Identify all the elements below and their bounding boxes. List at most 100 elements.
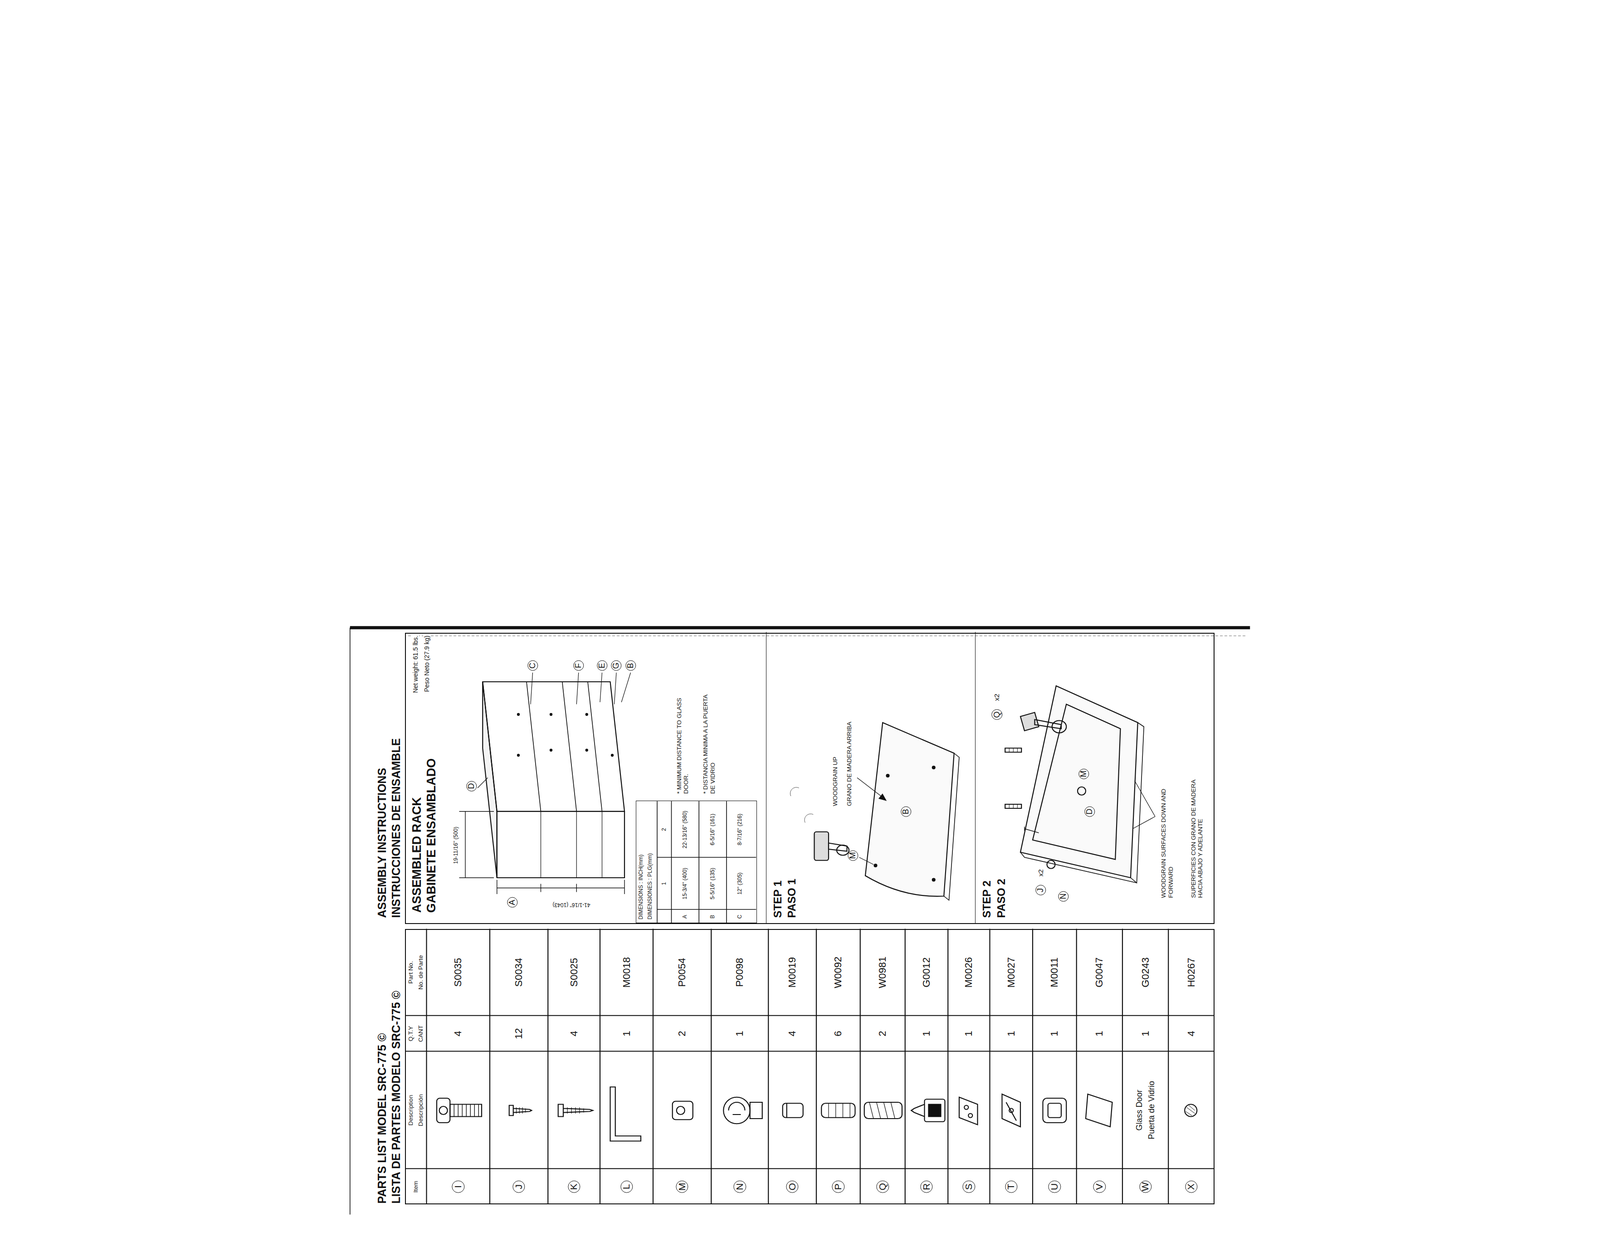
table-header: Item: [412, 1179, 420, 1193]
step1-drawing: [857, 777, 884, 799]
bracket-icon: [959, 1097, 978, 1125]
cam-lock-icon: [723, 1097, 763, 1124]
part-number: G0047: [1093, 956, 1106, 988]
screw-icon: [516, 1107, 526, 1114]
rack-drawing: [459, 811, 495, 878]
rack-drawing: [477, 672, 631, 788]
item-letter: X: [1185, 1180, 1198, 1193]
quantity: 1: [920, 1029, 932, 1037]
callout-letter: E: [596, 659, 608, 671]
rack-drawing: [517, 712, 520, 716]
step1-drawing: [836, 844, 849, 856]
callout-letter: J: [1035, 884, 1046, 895]
heading: ASSEMBLY INSTRUCTIONS: [375, 767, 389, 918]
pad-icon: [1085, 1093, 1113, 1127]
bumper-icon: [1184, 1104, 1197, 1117]
description-text: Puerta de Vidrio: [1146, 1079, 1157, 1140]
quantity: 1: [1139, 1029, 1152, 1037]
item-letter: R: [920, 1180, 933, 1193]
item-letter: T: [1004, 1180, 1018, 1193]
table-cell: A: [682, 913, 689, 919]
step2-drawing: [1024, 826, 1040, 834]
rotated-sheet: PARTS LIST MODEL SRC-775 ©LISTA DE PARTE…: [346, 627, 1250, 1215]
step-panel: STEP 2PASO 2: [975, 631, 1216, 923]
quantity: 1: [734, 1029, 746, 1037]
allen-key-icon: [610, 1086, 642, 1141]
dowel-icon: [821, 1102, 855, 1118]
quantity-mark: x2: [1036, 868, 1045, 877]
dowel-icon: [821, 1102, 855, 1118]
quantity: 4: [786, 1029, 798, 1037]
part-number: M0026: [963, 956, 975, 988]
quantity: 1: [963, 1029, 975, 1037]
dimension: 41-1/16" (1043): [552, 901, 591, 908]
sleeve-icon: [782, 1102, 804, 1118]
callout-letter: B: [625, 659, 636, 671]
rack-drawing: [549, 712, 553, 716]
step-panel: STEP 1PASO 1: [766, 631, 976, 923]
glue-bottle-icon: [928, 1104, 942, 1117]
heading: ASSEMBLED RACK: [409, 796, 425, 913]
table-header: CANT: [417, 1024, 425, 1043]
table-cell: 6-5/16" (161): [709, 802, 717, 857]
callout-letter: C: [527, 659, 538, 671]
table-cell: 15-3/4" (400): [682, 858, 689, 908]
part-number: G0243: [1139, 956, 1152, 988]
clip-icon: [1048, 1102, 1062, 1118]
dimension-table-grid: [657, 800, 757, 924]
table-header: Part No.: [407, 960, 415, 984]
screw-icon: [558, 1104, 594, 1117]
item-letter: O: [785, 1180, 799, 1193]
dimension-table-grid: [657, 800, 757, 924]
table-header: Q.T.Y: [407, 1024, 415, 1042]
rack-drawing: [497, 879, 625, 895]
callout-letter: B: [900, 805, 912, 817]
callout-letter: G: [610, 659, 622, 671]
step2-drawing: [1020, 685, 1138, 878]
part-number: M0011: [1048, 956, 1061, 988]
part-number: S0025: [568, 956, 580, 987]
dowel-icon: [864, 1102, 903, 1119]
part-number: W0981: [877, 955, 889, 989]
bracket-icon: [959, 1097, 978, 1125]
step2-drawing: [1047, 860, 1056, 869]
description-text: Glass Door: [1134, 1088, 1145, 1131]
cam-nut-icon: [676, 1106, 685, 1115]
rack-drawing: [482, 681, 498, 878]
item-letter: K: [567, 1180, 581, 1193]
sleeve-icon: [786, 1102, 788, 1118]
item-letter: S: [962, 1180, 976, 1193]
bracket-icon: [1002, 1093, 1021, 1127]
quantity: 4: [1185, 1029, 1197, 1037]
cam-lock-icon: [750, 1102, 763, 1119]
table-grid: [404, 1050, 1215, 1052]
page-rules: [350, 625, 1251, 630]
rack-drawing: [585, 712, 589, 716]
step1-drawing: [943, 753, 960, 901]
bracket-icon: [1009, 1108, 1014, 1113]
quantity: 12: [512, 1027, 525, 1040]
callout-letter: M: [1078, 768, 1089, 779]
callout-letter: Q: [991, 708, 1003, 720]
rack-drawing: [526, 681, 603, 812]
clip-icon: [1043, 1097, 1067, 1123]
part-number: M0018: [620, 956, 633, 988]
step1-drawing: [790, 787, 814, 823]
screw-icon: [509, 1105, 532, 1116]
step1-drawing: [859, 857, 874, 865]
quantity: 1: [1048, 1029, 1061, 1037]
table-header: Description: [407, 1093, 415, 1126]
step1-drawing: [885, 773, 890, 778]
table-cell: 5-5/16" (135): [709, 858, 717, 908]
item-letter: L: [620, 1180, 633, 1193]
part-number: M0027: [1005, 956, 1017, 988]
bracket-icon: [968, 1113, 973, 1118]
heading: DIMENSIONS : INCH(mm): [638, 853, 645, 919]
heading: STEP 1: [771, 880, 785, 918]
rack-drawing: [541, 811, 603, 878]
bolt-icon: [436, 1097, 450, 1123]
weight-note: Net weight: 61.5 lbs.: [411, 634, 420, 694]
rack-drawing: [482, 681, 625, 812]
step1-drawing: [931, 765, 936, 770]
screw-icon: [509, 1105, 532, 1116]
